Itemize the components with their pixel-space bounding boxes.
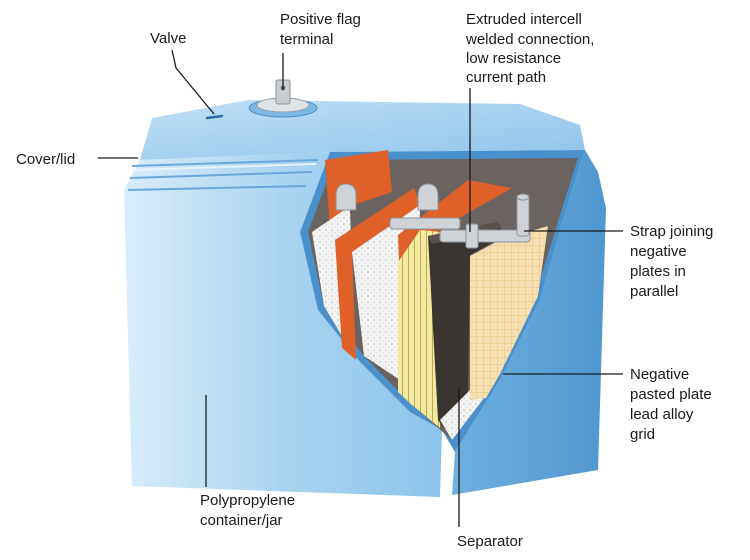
label-intercell: Extruded intercell welded connection, lo… [465,11,599,86]
plate-stack-edges [398,230,440,428]
intercell-post [465,223,479,249]
label-negative-plate: Negative pasted plate lead alloy grid [630,366,716,443]
case-top-face [140,100,585,160]
positive-plate-middle [335,188,420,360]
leader-lines [98,49,623,527]
negative-plate-dark [428,222,504,428]
callout-labels: Valve Positive flag terminal Extruded in… [16,11,718,550]
case-front-face [124,152,442,497]
label-container: Polypropylene container/jar [200,492,299,529]
case-side-face [452,150,606,495]
leader-valve [171,49,215,115]
label-positive-flag: Positive flag terminal [280,11,365,48]
strap-bar-1 [389,217,461,230]
cover-rim [127,159,319,191]
label-separator: Separator [457,533,523,550]
cutaway-interior [300,150,585,452]
battery-case [124,79,606,497]
strap-post [516,195,530,237]
label-strap: Strap joining negative plates in paralle… [630,223,718,300]
lug-1 [335,183,357,211]
valve-slot [205,114,224,120]
lead-straps [335,183,531,249]
label-valve: Valve [150,30,186,47]
negative-grid-plate [470,226,548,400]
positive-terminal [248,79,318,118]
lug-2 [417,183,439,211]
label-cover: Cover/lid [16,151,75,168]
strap-bar-2 [439,229,531,243]
